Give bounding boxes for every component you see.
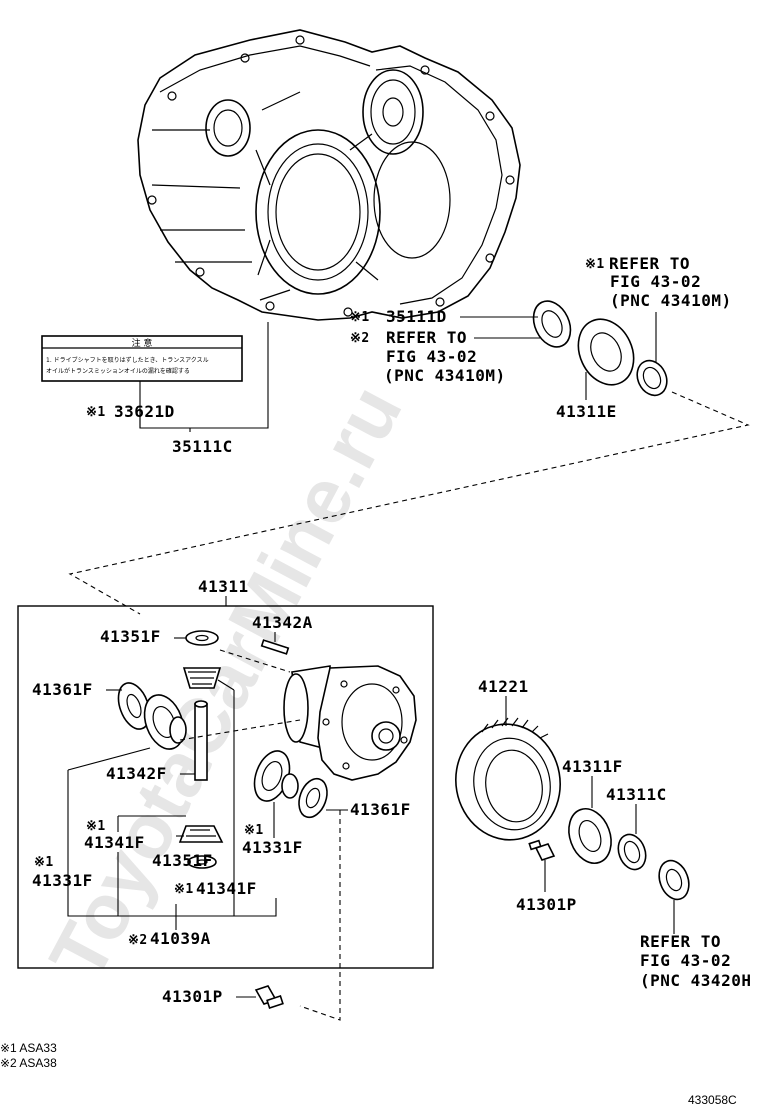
callout-41311E: 41311E (556, 402, 617, 421)
bearing-41311E (577, 318, 635, 386)
ref2-line2: FIG 43-02 (610, 272, 701, 291)
bearing-race-43410M (636, 359, 668, 397)
side-gear-41331F-left (143, 694, 187, 750)
ring-gear-41221 (455, 717, 561, 841)
thrust-washer-41361F-left (117, 682, 151, 730)
callout-41301P-right: 41301P (516, 895, 577, 914)
legend-asa33: ※1 ASA33 (0, 1041, 57, 1055)
callout-41331F-left: 41331F (32, 871, 93, 890)
callout-41311F: 41311F (562, 757, 623, 776)
callout-41311: 41311 (198, 577, 249, 596)
note-mark-41039A: ※2 (128, 933, 148, 948)
ref1-line3: (PNC 43410M) (384, 366, 506, 385)
ref3-line3: (PNC 43420H (640, 971, 751, 990)
side-gear-41331F-right (253, 750, 299, 802)
callout-41341F-a: 41341F (84, 833, 145, 852)
note-mark-41331F-left: ※1 (34, 855, 54, 870)
note-mark-41341F-b: ※1 (174, 882, 194, 897)
ref3-line1: REFER TO (640, 932, 721, 951)
callout-41342A: 41342A (252, 613, 313, 632)
pinion-gear-41341F (178, 825, 224, 843)
figure-id: 433058C (688, 1093, 737, 1107)
ref1-line2: FIG 43-02 (386, 347, 477, 366)
ref3-line2: FIG 43-02 (640, 951, 731, 970)
note-mark-41341F-a: ※1 (86, 819, 106, 834)
transaxle-housing (137, 29, 521, 321)
caution-label-line1: 1. ドライブシャフトを取りはずしたとき、トランスアクスル (46, 356, 209, 364)
callout-41301P-bottom: 41301P (162, 987, 223, 1006)
note-mark-35111D: ※1 (350, 310, 370, 325)
caution-label: 注 意 1. ドライブシャフトを取りはずしたとき、トランスアクスル オイルがトラ… (41, 335, 243, 382)
callout-41331F-right: 41331F (242, 838, 303, 857)
pinion-gear-top (182, 667, 222, 689)
callout-41341F-b: 41341F (196, 879, 257, 898)
ref2-line3: (PNC 43410M) (610, 291, 732, 310)
thrust-washer-41351F-top (185, 630, 219, 646)
callout-41039A: 41039A (150, 929, 211, 948)
thrust-washer-41351F-bottom (187, 855, 217, 869)
callout-41311C: 41311C (606, 785, 667, 804)
callout-35111D: 35111D (386, 307, 447, 326)
callout-41221: 41221 (478, 677, 529, 696)
thrust-washer-41361F-right (298, 777, 328, 819)
callout-41361F-left: 41361F (32, 680, 93, 699)
caution-label-line2: オイルがトランスミッションオイルの漏れを確認する (46, 367, 190, 375)
bearing-race-41311C (617, 833, 647, 871)
note-mark-41331F-right: ※1 (244, 823, 264, 838)
caution-label-title: 注 意 (132, 337, 153, 349)
ref1-line1: REFER TO (386, 328, 467, 347)
pin-41342A (260, 639, 290, 655)
callout-41351F-top: 41351F (100, 627, 161, 646)
callout-41361F-right: 41361F (350, 800, 411, 819)
differential-case (283, 665, 417, 781)
note-mark-33621D: ※1 (86, 405, 106, 420)
oil-seal-35111D (532, 300, 572, 348)
oil-seal-43420H (658, 859, 690, 901)
callout-41342F: 41342F (106, 764, 167, 783)
callout-33621D: 33621D (114, 402, 175, 421)
bolt-41301P-bottom (254, 985, 284, 1009)
note-mark-ref1: ※2 (350, 331, 370, 346)
bearing-41311F (568, 808, 612, 864)
legend-asa38: ※2 ASA38 (0, 1056, 57, 1070)
note-mark-ref2: ※1 (585, 257, 605, 272)
callout-41351F-bottom: 41351F (152, 851, 213, 870)
bolt-41301P-right (528, 839, 556, 861)
ref2-line1: REFER TO (609, 254, 690, 273)
callout-35111C: 35111C (172, 437, 233, 456)
pinion-shaft-41342F (194, 700, 208, 781)
